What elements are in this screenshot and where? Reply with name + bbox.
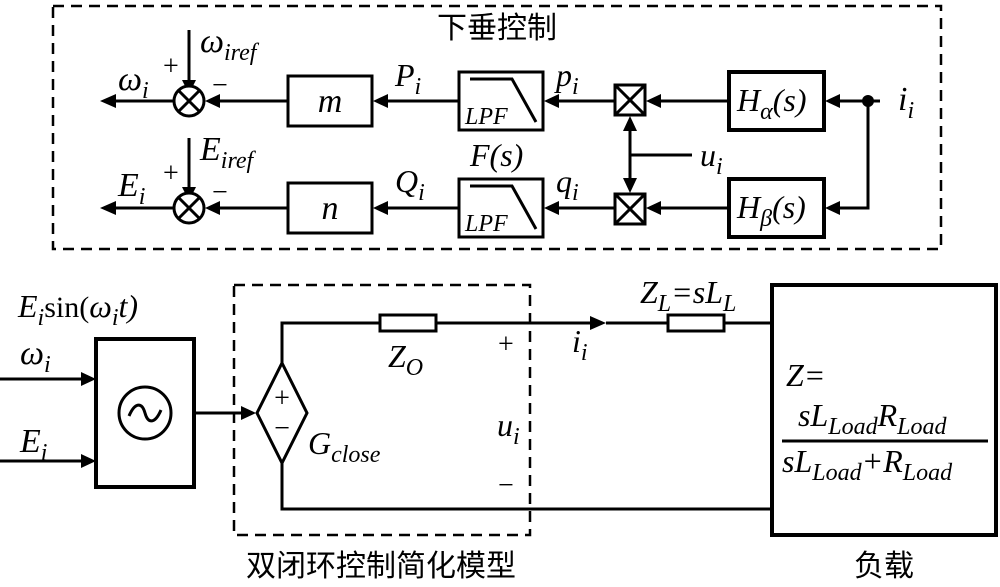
E-ref-label: Eiref xyxy=(199,131,257,174)
H-alpha-label: Hα(s) xyxy=(736,82,806,125)
source-to-G-arrowhead xyxy=(241,406,256,420)
load-box xyxy=(770,283,998,537)
Q-label: Qi xyxy=(395,163,425,206)
current-input-label: ii xyxy=(898,81,914,124)
load-numerator: sLLoadRLoad xyxy=(798,397,948,440)
bottom-return-wire xyxy=(280,463,772,511)
simplified-model-dashed-frame xyxy=(232,283,532,537)
E-sum-minus: − xyxy=(212,177,228,208)
source-E-input-label: Ei xyxy=(19,423,47,466)
omega-input-arrowhead xyxy=(81,372,96,386)
ZL-label: ZL=sLL xyxy=(640,274,736,317)
top-wire-left xyxy=(280,321,380,363)
lpf-q-label: LPF xyxy=(464,211,508,237)
load-caption: 负载 xyxy=(854,549,914,584)
simplified-model-caption: 双闭环控制简化模型 xyxy=(246,549,516,584)
voltage-to-mult-p-arrowhead xyxy=(623,116,637,131)
p-label: pi xyxy=(554,57,579,100)
ac-wave-icon xyxy=(127,403,163,423)
mult-q-to-lpf-arrowhead xyxy=(544,201,559,215)
lpf-q-block xyxy=(457,177,545,239)
lpf-p-label: LPF xyxy=(464,104,508,130)
current-to-H-beta-arrowhead xyxy=(825,201,840,215)
omega-ref-label: ωiref xyxy=(200,23,260,66)
voltage-minus-sign: − xyxy=(498,470,514,501)
Zo-label: ZO xyxy=(388,338,423,381)
source-omega-input-label: ωi xyxy=(20,335,51,378)
H-beta-to-mult-arrowhead xyxy=(646,201,661,215)
E-output-label: Ei xyxy=(117,167,145,210)
ac-source-circle xyxy=(117,385,173,441)
m-to-sum-arrowhead xyxy=(205,94,220,108)
circuit-voltage-label: ui xyxy=(497,407,520,450)
mult-p-to-lpf-arrowhead xyxy=(544,94,559,108)
filter-F-label: F(s) xyxy=(469,137,523,173)
E-output-arrowhead xyxy=(100,201,116,215)
voltage-plus-sign: + xyxy=(498,329,514,360)
source-expression-label: Eisin(ωit) xyxy=(17,288,138,331)
omega-output-label: ωi xyxy=(118,61,149,104)
G-diamond-plus: + xyxy=(274,383,290,414)
lpf-p-curve xyxy=(470,77,538,123)
gain-n-label: n xyxy=(322,190,339,227)
H-beta-block xyxy=(727,177,826,239)
load-denominator: sLLoad+RLoad xyxy=(782,443,953,486)
voltage-input-label: ui xyxy=(700,137,723,180)
droop-control-dashed-frame xyxy=(51,4,943,251)
omega-sum-minus: − xyxy=(212,70,228,101)
E-sum-plus: + xyxy=(163,158,179,189)
current-to-H-alpha-arrowhead xyxy=(825,94,840,108)
omega-sum-cross-b xyxy=(176,88,202,114)
omega-output-arrowhead xyxy=(100,94,116,108)
G-diamond-minus: − xyxy=(274,413,290,444)
omega-sum-plus: + xyxy=(163,51,179,82)
H-alpha-to-mult-arrowhead xyxy=(646,94,661,108)
ZL-inductor xyxy=(666,313,726,333)
Zo-resistor xyxy=(378,313,438,333)
current-direction-arrowhead xyxy=(590,316,606,330)
current-to-H-beta-line xyxy=(838,101,870,210)
lpf-q-curve xyxy=(470,184,538,230)
droop-control-title: 下垂控制 xyxy=(437,11,557,46)
G-close-label: Gclose xyxy=(308,425,381,468)
P-label: Pi xyxy=(394,57,421,100)
load-Z-label: Z= xyxy=(786,357,825,393)
gain-n-block xyxy=(286,181,374,235)
n-to-sum-arrowhead xyxy=(205,201,220,215)
mult-p-cross-b xyxy=(613,83,647,117)
H-beta-label: Hβ(s) xyxy=(736,189,806,232)
lpf-p-to-m-arrowhead xyxy=(373,94,388,108)
gain-m-label: m xyxy=(318,83,343,120)
lpf-p-block xyxy=(457,70,545,132)
q-label: qi xyxy=(556,163,579,206)
circuit-current-label: ii xyxy=(572,323,588,366)
lpf-q-to-n-arrowhead xyxy=(373,201,388,215)
E-sum-cross-b xyxy=(176,195,202,221)
voltage-to-mult-q-arrowhead xyxy=(623,178,637,193)
mult-q-cross-b xyxy=(613,192,647,226)
E-input-arrowhead xyxy=(81,454,96,468)
